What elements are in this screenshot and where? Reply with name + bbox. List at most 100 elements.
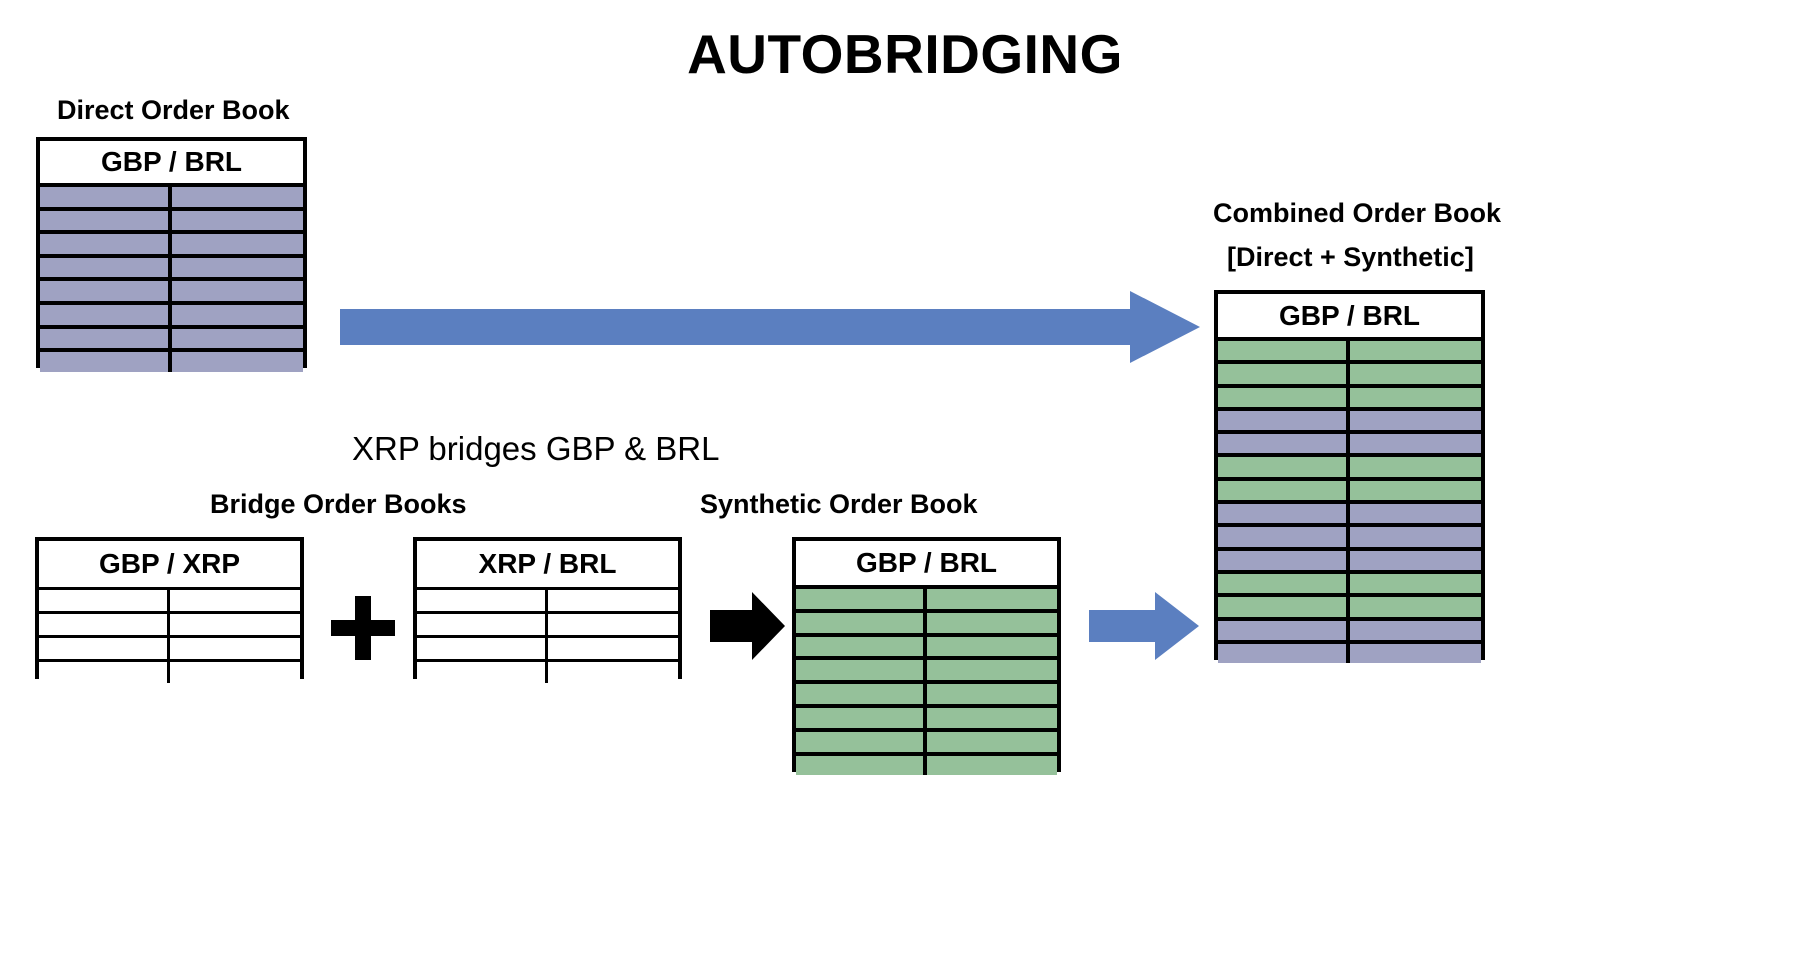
table-row — [1218, 406, 1481, 431]
order-book-cell-ask — [171, 187, 303, 207]
order-book-cell-ask — [547, 614, 678, 635]
order-book-cell-ask — [171, 210, 303, 231]
order-book-cell-ask — [547, 662, 678, 683]
order-book-cell-bid — [1218, 341, 1350, 361]
order-book-cell-bid — [1218, 620, 1350, 640]
order-book-cell-ask — [169, 662, 300, 683]
table-row — [796, 703, 1057, 728]
table-row — [417, 659, 678, 683]
order-book-cell-bid — [1218, 527, 1350, 547]
combined-order-book-label-line2: [Direct + Synthetic] — [1227, 242, 1474, 272]
table-row — [40, 206, 303, 231]
table-row — [1218, 360, 1481, 384]
table-row — [40, 230, 303, 254]
table-row — [40, 348, 303, 372]
order-book-cell-bid — [1218, 457, 1350, 477]
table-row — [796, 751, 1057, 776]
order-book-cell-ask — [171, 257, 303, 278]
bridge-order-book-gbp-xrp-table: GBP / XRP — [35, 537, 304, 683]
table-row — [40, 183, 303, 207]
table-row — [1218, 616, 1481, 640]
synthetic-order-book-header: GBP / BRL — [796, 541, 1057, 585]
table-row — [796, 632, 1057, 657]
table-row — [417, 611, 678, 635]
order-book-cell-bid — [40, 210, 172, 231]
order-book-cell-bid — [796, 731, 927, 752]
order-book-cell-bid — [796, 684, 927, 704]
order-book-cell-ask — [926, 755, 1057, 776]
order-book-cell-bid — [39, 662, 170, 683]
order-book-cell-bid — [40, 352, 172, 372]
order-book-cell-bid — [40, 281, 172, 301]
order-book-cell-ask — [1349, 434, 1481, 454]
table-row — [417, 587, 678, 611]
table-row — [796, 727, 1057, 752]
order-book-cell-bid — [1218, 597, 1350, 617]
table-row — [1218, 500, 1481, 524]
table-row — [39, 611, 300, 635]
order-book-cell-bid — [796, 612, 927, 633]
direct-order-book-table: GBP / BRL — [36, 137, 307, 372]
order-book-cell-bid — [796, 707, 927, 728]
direct-to-combined-arrow-icon — [340, 291, 1200, 363]
order-book-cell-bid — [1218, 480, 1350, 501]
order-book-cell-bid — [417, 638, 548, 659]
order-book-cell-ask — [1349, 364, 1481, 384]
order-book-cell-ask — [171, 352, 303, 372]
table-row — [39, 635, 300, 659]
order-book-cell-bid — [1218, 504, 1350, 524]
order-book-cell-ask — [1349, 480, 1481, 501]
order-book-cell-bid — [40, 328, 172, 349]
table-row — [1218, 430, 1481, 454]
order-book-cell-bid — [39, 590, 170, 611]
order-book-cell-ask — [169, 614, 300, 635]
order-book-cell-bid — [796, 636, 927, 657]
bridge-to-synthetic-arrow-icon — [710, 592, 785, 660]
plus-icon — [331, 596, 395, 660]
order-book-cell-ask — [926, 589, 1057, 609]
table-row — [1218, 593, 1481, 617]
table-row — [796, 585, 1057, 609]
combined-order-book-rows — [1218, 337, 1481, 664]
bridge-gbp-xrp-rows — [39, 587, 300, 683]
bridge-xrp-brl-header: XRP / BRL — [417, 541, 678, 587]
order-book-cell-ask — [547, 638, 678, 659]
order-book-cell-ask — [1349, 504, 1481, 524]
order-book-cell-ask — [1349, 550, 1481, 570]
table-row — [417, 635, 678, 659]
order-book-cell-ask — [1349, 620, 1481, 640]
table-row — [1218, 476, 1481, 501]
table-row — [1218, 383, 1481, 407]
combined-order-book-table: GBP / BRL — [1214, 290, 1485, 664]
order-book-cell-ask — [1349, 597, 1481, 617]
table-row — [1218, 337, 1481, 361]
bridge-order-book-xrp-brl-table: XRP / BRL — [413, 537, 682, 683]
order-book-cell-ask — [926, 660, 1057, 681]
table-row — [1218, 569, 1481, 594]
combined-order-book-label-line1: Combined Order Book — [1213, 198, 1502, 228]
direct-order-book-rows — [40, 183, 303, 372]
order-book-cell-ask — [926, 636, 1057, 657]
order-book-cell-bid — [796, 755, 927, 776]
table-row — [39, 587, 300, 611]
order-book-cell-bid — [796, 589, 927, 609]
order-book-cell-ask — [169, 590, 300, 611]
order-book-cell-ask — [1349, 341, 1481, 361]
order-book-cell-bid — [1218, 364, 1350, 384]
order-book-cell-ask — [1349, 457, 1481, 477]
order-book-cell-bid — [39, 638, 170, 659]
bridge-xrp-brl-rows — [417, 587, 678, 683]
order-book-cell-ask — [1349, 387, 1481, 407]
order-book-cell-ask — [926, 707, 1057, 728]
bridge-gbp-xrp-header: GBP / XRP — [39, 541, 300, 587]
order-book-cell-ask — [1349, 643, 1481, 664]
synthetic-order-book-rows — [796, 585, 1057, 776]
order-book-cell-ask — [1349, 410, 1481, 431]
order-book-cell-ask — [171, 234, 303, 254]
synthetic-order-book-label: Synthetic Order Book — [700, 489, 978, 519]
order-book-cell-bid — [417, 614, 548, 635]
synthetic-order-book-table: GBP / BRL — [792, 537, 1061, 776]
order-book-cell-bid — [1218, 387, 1350, 407]
order-book-cell-ask — [926, 612, 1057, 633]
